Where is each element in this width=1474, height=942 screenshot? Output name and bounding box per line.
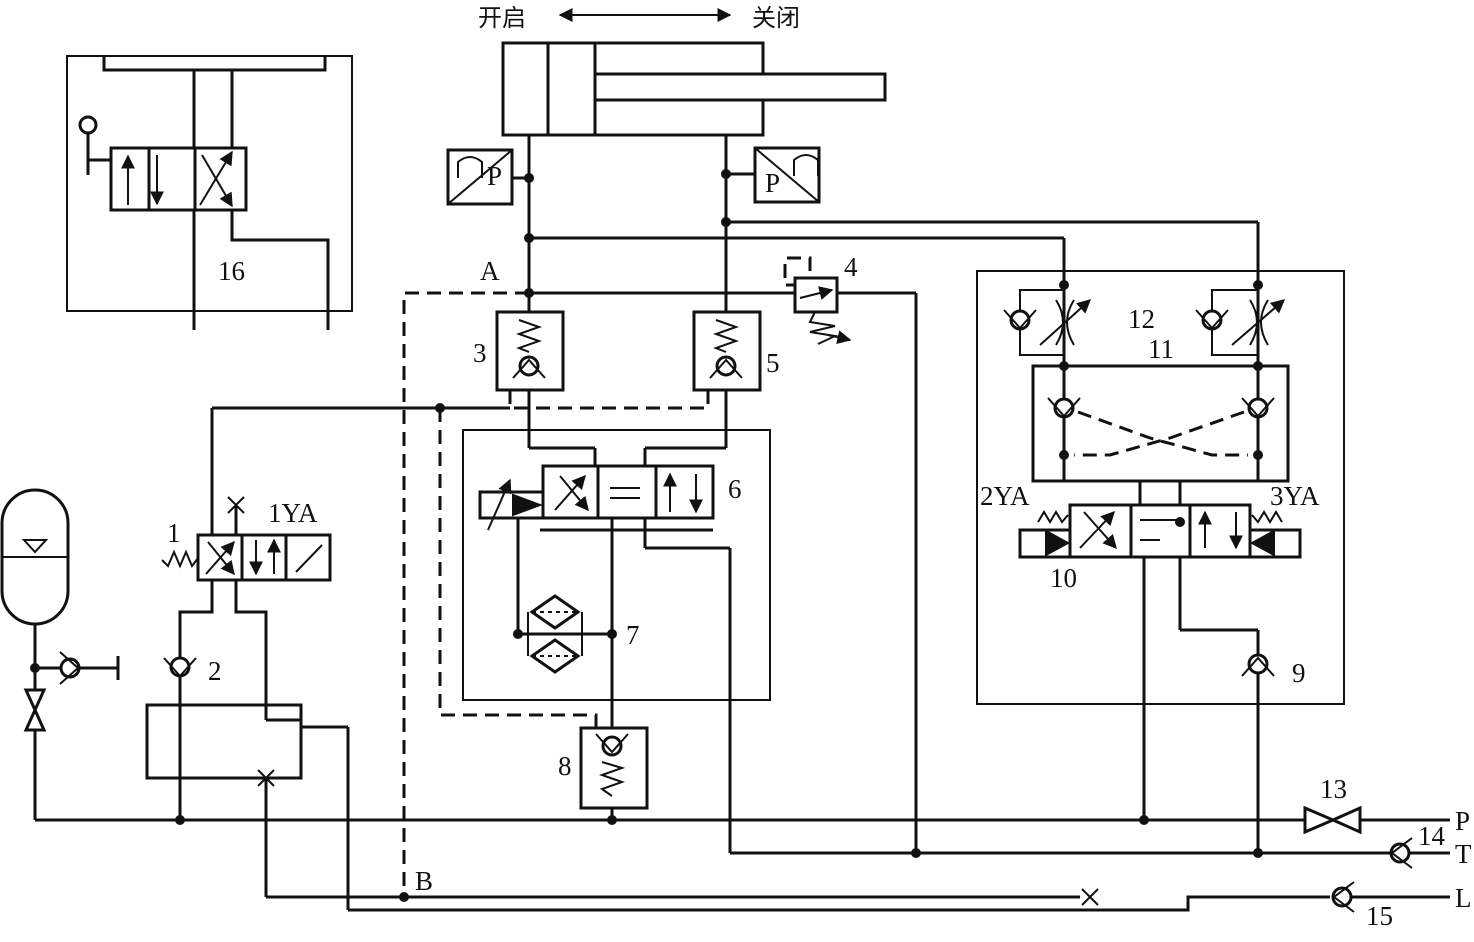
component-label-9: 9 xyxy=(1292,658,1306,688)
junction-dots xyxy=(30,169,1263,902)
pilot-check-valve-3 xyxy=(495,310,597,466)
component-label-13: 13 xyxy=(1320,774,1347,804)
module-frame-right xyxy=(976,270,1345,705)
hydraulic-lock-11 xyxy=(1031,364,1290,505)
component-label-8: 8 xyxy=(558,751,572,781)
port-label-t: T xyxy=(1455,839,1472,869)
component-label-15: 15 xyxy=(1366,901,1393,931)
component-label-5: 5 xyxy=(766,348,780,378)
check-valve-14 xyxy=(1389,837,1413,869)
component-label-12: 12 xyxy=(1128,304,1155,334)
directional-valve-10 xyxy=(1018,503,1302,853)
throttle-valves-12 xyxy=(1003,289,1286,366)
check-valve-8 xyxy=(579,726,649,810)
left-circuit xyxy=(210,406,510,535)
pilot-check-valve-5 xyxy=(643,310,762,466)
solenoid-label-1ya: 1YA xyxy=(268,498,318,528)
component-label-6: 6 xyxy=(728,474,742,504)
label-close: 关闭 xyxy=(752,4,800,32)
module-frame-6-7 xyxy=(462,429,771,701)
solenoid-label-2ya: 2YA xyxy=(980,481,1030,511)
label-open: 开启 xyxy=(478,4,526,32)
pressure-label-left: P xyxy=(487,161,502,191)
solenoid-valve-1 xyxy=(161,496,332,705)
port-label-p: P xyxy=(1455,806,1470,836)
pilot-lines xyxy=(402,256,812,897)
check-valve-2 xyxy=(145,656,350,910)
component-label-16: 16 xyxy=(218,256,245,286)
pressure-switch-left xyxy=(446,148,529,206)
component-label-10: 10 xyxy=(1050,563,1077,593)
main-supply-lines xyxy=(35,808,1450,912)
component-label-1: 1 xyxy=(167,518,181,548)
component-label-3: 3 xyxy=(473,338,487,368)
check-valve-9 xyxy=(1241,653,1275,677)
manual-valve-16-inset xyxy=(66,55,353,330)
pressure-label-right: P xyxy=(765,168,780,198)
port-label-a: A xyxy=(480,256,500,286)
accumulator xyxy=(0,488,120,820)
component-label-14: 14 xyxy=(1418,821,1446,851)
check-valve-15 xyxy=(1331,881,1355,913)
port-label-l: L xyxy=(1455,883,1472,913)
cylinder-lines xyxy=(527,135,1260,853)
relief-valve-4 xyxy=(793,276,852,345)
port-label-b: B xyxy=(415,866,433,896)
component-label-11: 11 xyxy=(1148,334,1174,364)
pressure-switch-right xyxy=(726,146,821,204)
component-label-4: 4 xyxy=(844,252,858,282)
hydraulic-cylinder xyxy=(501,41,887,137)
filter-7 xyxy=(516,518,612,674)
solenoid-label-3ya: 3YA xyxy=(1270,481,1320,511)
component-label-2: 2 xyxy=(208,656,222,686)
stop-valve-13 xyxy=(1303,805,1362,835)
component-label-7: 7 xyxy=(626,620,640,650)
